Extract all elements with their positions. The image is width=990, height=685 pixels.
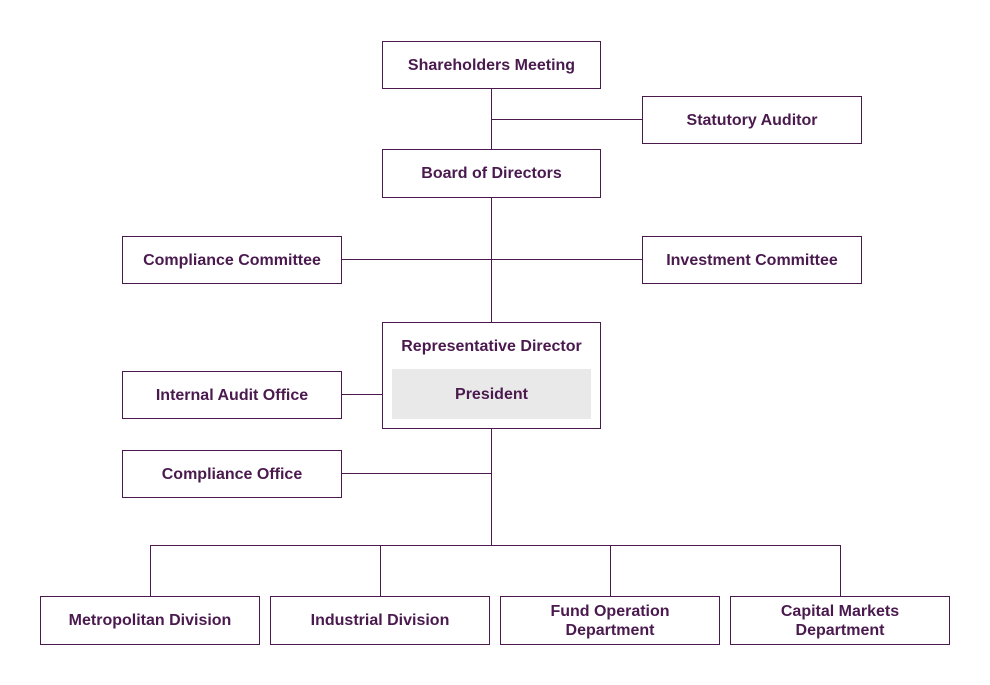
node-investment-committee: Investment Committee (642, 236, 862, 284)
node-label: Shareholders Meeting (407, 56, 576, 74)
node-label-line2: Department (795, 621, 885, 639)
node-compliance-office: Compliance Office (122, 450, 342, 498)
connector-drop-fund-operation-department (610, 545, 611, 596)
connector-trunk-statutory-auditor (491, 119, 642, 120)
node-metropolitan-division: Metropolitan Division (40, 596, 260, 645)
connector-board-representative-director (491, 198, 492, 322)
node-label: Metropolitan Division (68, 612, 232, 629)
connector-compliance-investment-committees (342, 259, 642, 260)
node-representative-director: Representative Director President (382, 322, 601, 429)
connector-compliance-office-trunk (342, 473, 491, 474)
node-compliance-committee: Compliance Committee (122, 236, 342, 284)
node-label: Industrial Division (310, 612, 450, 629)
node-label: Compliance Committee (143, 251, 321, 269)
node-label: Statutory Auditor (686, 111, 818, 129)
node-label: Investment Committee (666, 251, 838, 269)
node-industrial-division: Industrial Division (270, 596, 490, 645)
node-president-panel: President (392, 369, 591, 419)
node-capital-markets-department: Capital Markets Department (730, 596, 950, 645)
connector-drop-industrial-division (380, 545, 381, 596)
node-statutory-auditor: Statutory Auditor (642, 96, 862, 144)
node-sub-label: President (455, 385, 528, 403)
connector-drop-metropolitan-division (150, 545, 151, 596)
node-label: Representative Director (401, 337, 582, 355)
connector-distribution-bar (150, 545, 840, 546)
node-internal-audit-office: Internal Audit Office (122, 371, 342, 419)
connector-representative-director-distribution (491, 429, 492, 546)
connector-drop-capital-markets-department (840, 545, 841, 596)
node-board-of-directors: Board of Directors (382, 149, 601, 198)
connector-internal-audit-representative-director (342, 394, 382, 395)
node-label: Internal Audit Office (155, 386, 309, 404)
node-label-line2: Department (565, 621, 655, 639)
node-fund-operation-department: Fund Operation Department (500, 596, 720, 645)
node-label: Compliance Office (161, 465, 303, 483)
node-shareholders-meeting: Shareholders Meeting (382, 41, 601, 89)
node-label-line1: Fund Operation (550, 602, 670, 620)
node-label: Board of Directors (421, 165, 562, 182)
node-label-line1: Capital Markets (780, 602, 900, 620)
